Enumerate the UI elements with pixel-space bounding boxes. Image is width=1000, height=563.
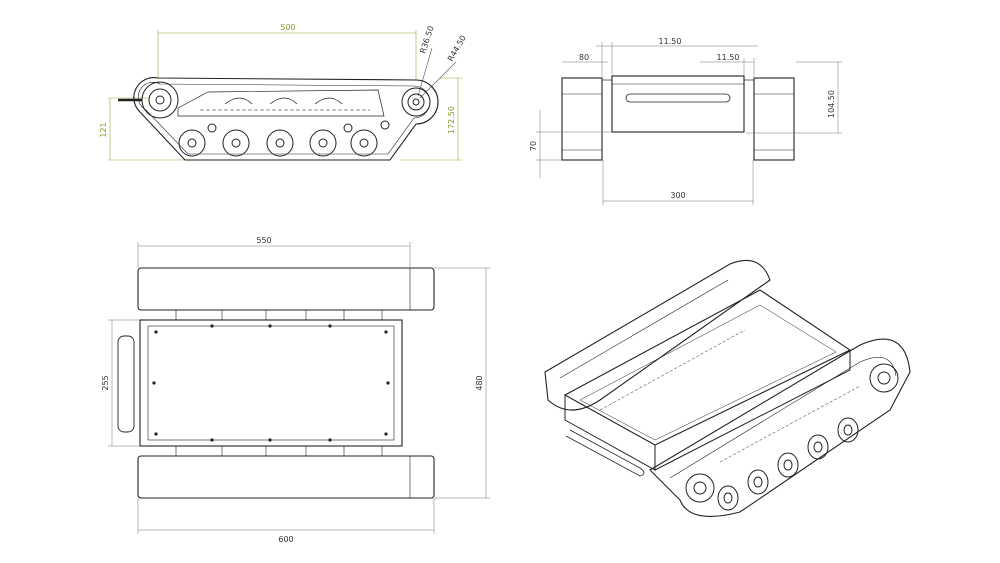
top-length-dim: 550 bbox=[256, 236, 271, 245]
front-body-width-dim: 300 bbox=[670, 191, 685, 200]
side-view bbox=[108, 30, 462, 161]
front-offset-left-dim: 11.50 bbox=[659, 37, 682, 46]
side-radius-small-dim: R36.50 bbox=[418, 25, 435, 55]
front-offset-right-dim: 11.50 bbox=[717, 53, 740, 62]
top-bolts bbox=[152, 324, 390, 442]
front-track-width-dim: 80 bbox=[579, 53, 589, 62]
side-length-dim: 500 bbox=[280, 23, 295, 32]
isometric-view bbox=[544, 259, 911, 517]
side-road-wheels bbox=[178, 129, 378, 157]
front-clearance-dim: 70 bbox=[529, 141, 538, 151]
front-view bbox=[536, 42, 842, 205]
top-overall-length-dim: 600 bbox=[278, 535, 293, 544]
side-height-dim: 121 bbox=[99, 122, 108, 137]
side-radius-large-dim: R44.50 bbox=[446, 34, 468, 63]
top-handle-dim: 255 bbox=[101, 375, 110, 390]
iso-road-wheels bbox=[717, 417, 859, 511]
top-width-dim: 480 bbox=[475, 375, 484, 390]
front-body-height-dim: 104.50 bbox=[827, 90, 836, 118]
side-overall-height-dim: 172.50 bbox=[447, 106, 456, 134]
top-view bbox=[108, 242, 490, 534]
